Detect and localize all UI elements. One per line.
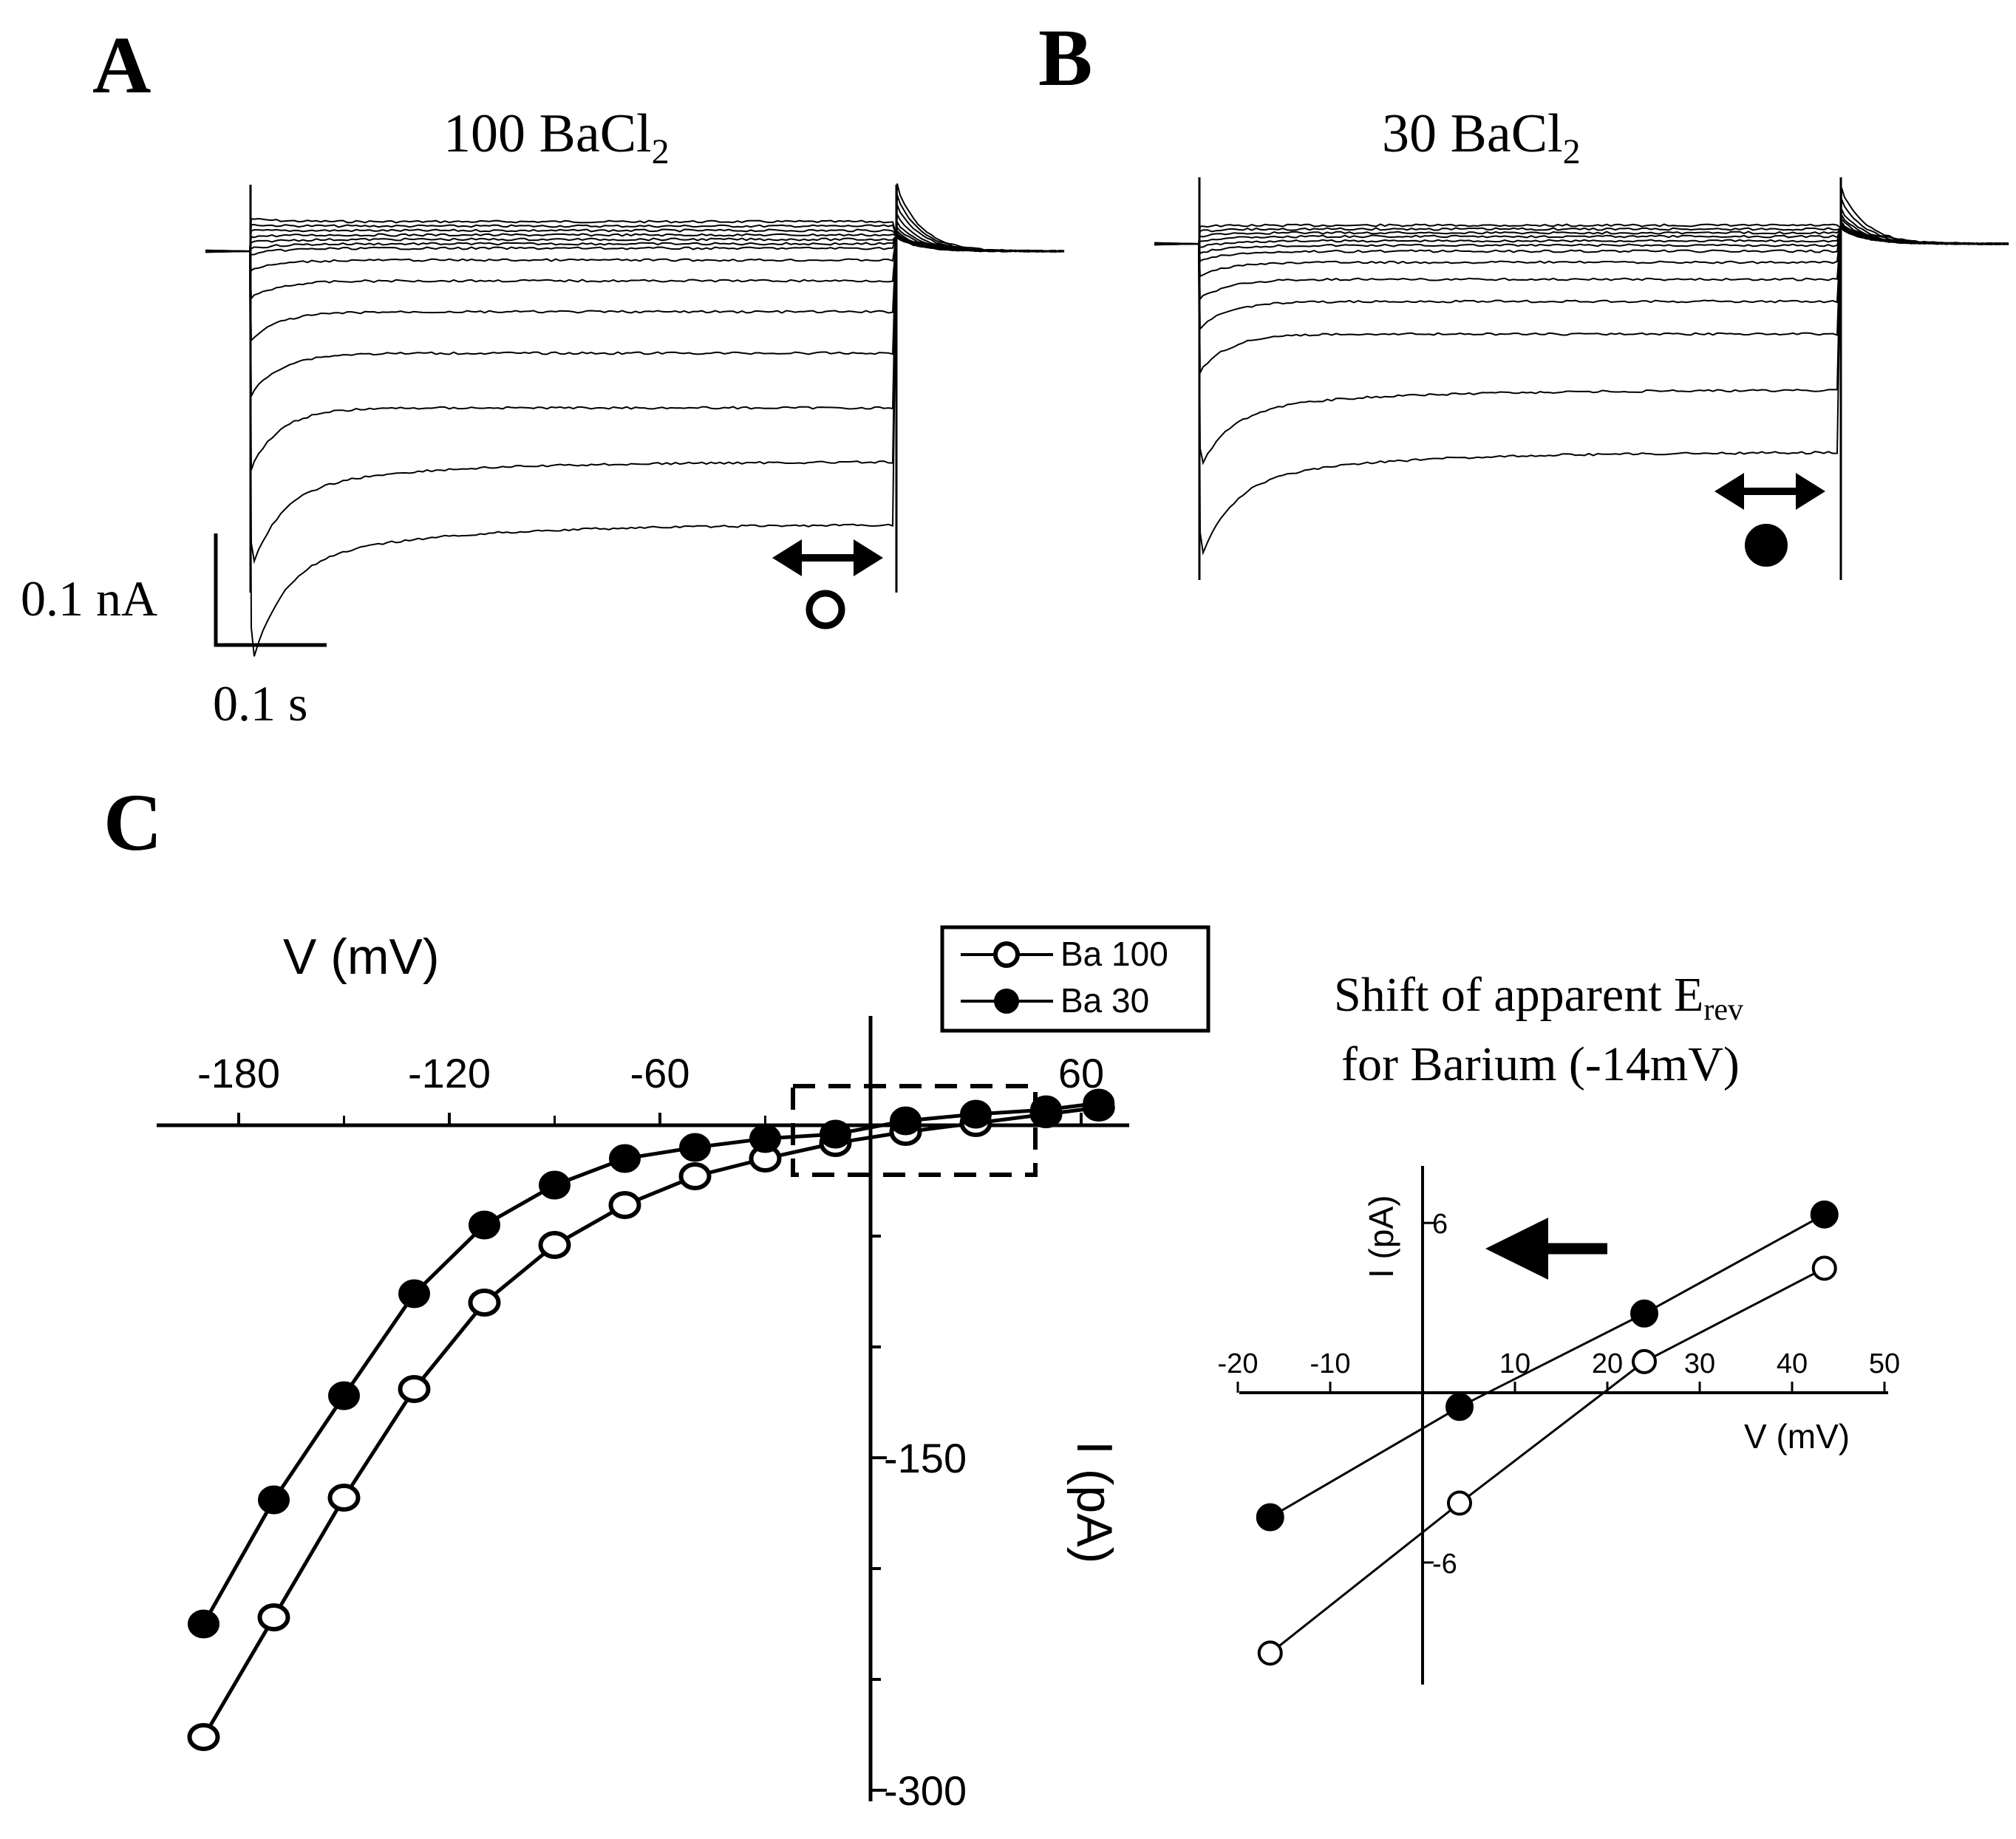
current-trace (1154, 212, 2009, 331)
scale-time-label: 0.1 s (213, 675, 307, 731)
point-ba-30 (609, 1144, 641, 1173)
point-ba-30 (328, 1381, 360, 1410)
point-ba-30 (469, 1210, 500, 1240)
scale-current-label: 0.1 nA (21, 570, 157, 627)
current-trace (1154, 208, 2009, 374)
point-ba-30 (398, 1279, 430, 1309)
inset-x-tick-label: 40 (1777, 1348, 1808, 1379)
inset-x-tick-label: -10 (1310, 1348, 1351, 1379)
legend-entry-ba-100: Ba 100 (1060, 935, 1168, 973)
point-ba-30 (188, 1609, 219, 1639)
inset-point-ba-100 (1811, 1255, 1837, 1281)
shift-left-arrow-icon (1485, 1218, 1607, 1280)
inset-x-tick-label: 30 (1684, 1348, 1715, 1379)
current-trace (205, 204, 1065, 471)
current-trace (205, 225, 1065, 301)
point-ba-100 (187, 1723, 220, 1751)
inset-point-ba-30 (1256, 1503, 1284, 1532)
legend-entry-ba-30: Ba 30 (1060, 981, 1149, 1020)
point-ba-30 (890, 1106, 922, 1136)
inset-point-ba-100 (1257, 1640, 1283, 1666)
main-y-tick-label: -300 (884, 1767, 967, 1814)
panel-b-title: 30 BaCl2 (1382, 103, 1581, 171)
panel-label-a: A (92, 20, 151, 110)
inset-title-line2: for Barium (-14mV) (1341, 1037, 1740, 1091)
main-y-axis-label: I (pA) (1066, 1441, 1123, 1563)
point-ba-30 (679, 1133, 711, 1162)
series-line-ba-30 (202, 1101, 1100, 1625)
panel-label-c: C (103, 777, 162, 867)
current-traces-30-ba (1154, 177, 2009, 580)
point-ba-100 (398, 1375, 431, 1403)
measure-arrow-a (772, 539, 883, 576)
point-ba-100 (678, 1162, 712, 1190)
zoom-region-box (791, 1084, 1038, 1177)
point-ba-100 (327, 1484, 361, 1512)
current-trace (1154, 219, 2009, 278)
panel-b-title-sub: 2 (1563, 132, 1581, 171)
measure-marker-b (1745, 524, 1788, 567)
measure-arrow-b (1714, 473, 1825, 510)
legend: Ba 100 Ba 30 (940, 925, 1210, 1033)
panel-label-b: B (1038, 13, 1092, 103)
current-trace (205, 219, 1065, 343)
panel-b-title-main: 30 BaCl (1382, 103, 1563, 164)
main-x-tick-label: 60 (1058, 1050, 1104, 1096)
inset-y-tick-label: 6 (1432, 1209, 1448, 1240)
point-ba-30 (258, 1485, 290, 1515)
point-ba-30 (820, 1119, 851, 1149)
legend-marker-ba-30 (994, 989, 1019, 1014)
legend-marker-ba-100 (993, 941, 1020, 968)
point-ba-100 (608, 1191, 641, 1219)
inset-x-tick-label: 50 (1869, 1348, 1900, 1379)
inset-title-main: Shift of apparent E (1334, 968, 1703, 1022)
point-ba-100 (538, 1231, 571, 1259)
inset-series-line-ba-30 (1270, 1213, 1825, 1518)
inset-title-line1: Shift of apparent Erev (1334, 968, 1743, 1027)
inset-x-tick-label: -20 (1218, 1348, 1259, 1379)
inset-x-tick-label: 20 (1592, 1348, 1623, 1379)
panel-a-title-sub: 2 (652, 132, 670, 171)
inset-x-axis-label: V (mV) (1744, 1417, 1850, 1456)
main-y-tick-label: -150 (884, 1435, 967, 1481)
inset-point-ba-100 (1447, 1490, 1472, 1516)
current-trace (205, 194, 1065, 564)
scale-bar (214, 533, 327, 647)
current-trace (1154, 216, 2009, 301)
iv-inset-plot: -20 -10 10 20 30 40 50 6 -6 V (mV) I (pA) (1218, 1166, 1900, 1685)
current-trace (1154, 227, 2009, 246)
main-x-tick-label: -180 (197, 1050, 280, 1096)
inset-x-tick-label: 10 (1499, 1348, 1530, 1379)
iv-main-plot: -180 -120 -60 60 -150 -300 V (mV) I (pA) Ba … (157, 925, 1210, 1814)
panel-a-title: 100 BaCl2 (443, 103, 670, 171)
point-ba-100 (257, 1603, 290, 1631)
inset-y-axis-label: I (pA) (1362, 1195, 1400, 1278)
inset-point-ba-30 (1810, 1200, 1839, 1229)
point-ba-30 (1083, 1088, 1115, 1118)
main-x-tick-label: -60 (630, 1050, 690, 1096)
series-line-ba-100 (202, 1105, 1100, 1739)
inset-point-ba-30 (1630, 1299, 1658, 1328)
point-ba-100 (468, 1289, 501, 1317)
current-trace (205, 183, 1065, 657)
inset-title-sub: rev (1703, 993, 1743, 1027)
current-trace (1154, 187, 2009, 556)
current-trace (1154, 199, 2009, 465)
current-traces-100-ba (205, 183, 1065, 657)
inset-series-line-ba-100 (1269, 1267, 1825, 1654)
point-ba-30 (960, 1099, 992, 1129)
main-x-axis-label: V (mV) (283, 929, 440, 985)
panel-a-title-main: 100 BaCl (443, 103, 652, 164)
current-trace (205, 229, 1065, 272)
point-ba-30 (1030, 1095, 1062, 1125)
inset-point-ba-30 (1445, 1393, 1474, 1422)
inset-point-ba-100 (1632, 1348, 1657, 1374)
current-trace (205, 211, 1065, 397)
point-ba-30 (749, 1124, 781, 1153)
inset-y-tick-label: -6 (1432, 1549, 1457, 1580)
main-x-tick-label: -120 (408, 1050, 491, 1096)
point-ba-30 (539, 1170, 571, 1200)
measure-marker-a (806, 590, 845, 630)
